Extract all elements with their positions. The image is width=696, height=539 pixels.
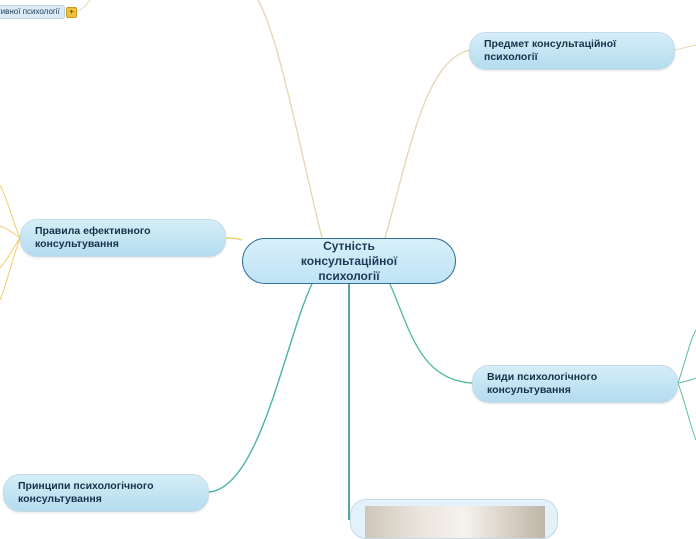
image-topic[interactable] xyxy=(350,499,558,539)
top-topic-tag[interactable]: тивної психології xyxy=(0,5,65,19)
edge-rules-child-1 xyxy=(0,184,21,239)
edge-rules-child-2 xyxy=(0,225,21,239)
edge-types xyxy=(389,283,473,384)
edge-rules xyxy=(223,237,243,241)
edge-subject xyxy=(384,49,471,239)
topic-subject[interactable]: Предмет консультаційної психології xyxy=(469,32,675,70)
topic-principles[interactable]: Принципи психологічного консультування xyxy=(3,474,209,512)
top-topic-label: тивної психології xyxy=(0,7,60,16)
topic-rules[interactable]: Правила ефективного консультування xyxy=(20,219,226,257)
edge-rules-child-4 xyxy=(0,237,21,301)
topic-types-label: Види психологічного консультування xyxy=(487,371,598,396)
central-topic-label: Сутність консультаційної психології xyxy=(300,238,398,283)
topic-principles-label: Принципи психологічного консультування xyxy=(18,480,154,505)
topic-rules-label: Правила ефективного консультування xyxy=(35,225,151,250)
edge-top xyxy=(257,0,323,239)
edge-subject-child xyxy=(674,44,696,51)
edge-rules-child-3 xyxy=(0,237,21,269)
edge-types-child-1 xyxy=(677,329,696,384)
edge-principles xyxy=(207,283,313,493)
connector-lines xyxy=(0,0,696,520)
edge-types-child-2 xyxy=(677,377,696,384)
edge-types-child-3 xyxy=(677,382,696,441)
topic-subject-label: Предмет консультаційної психології xyxy=(484,38,617,63)
topic-photo xyxy=(365,506,545,538)
expand-icon[interactable]: + xyxy=(66,7,77,18)
central-topic[interactable]: Сутність консультаційної психології xyxy=(242,238,456,284)
edge-top-tag xyxy=(75,0,91,13)
topic-types[interactable]: Види психологічного консультування xyxy=(472,365,678,403)
